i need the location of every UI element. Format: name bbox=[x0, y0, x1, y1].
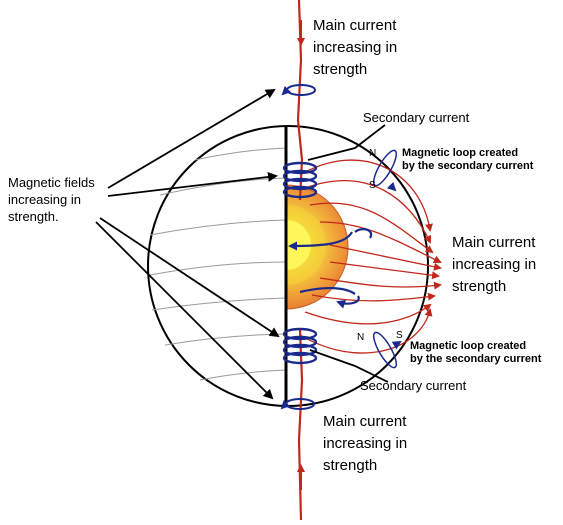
label-magnetic-fields: Magnetic fields increasing in strength. bbox=[8, 175, 95, 224]
svg-text:strength: strength bbox=[313, 61, 367, 78]
upper-coil bbox=[282, 161, 318, 199]
pole-n-bottom: N bbox=[357, 332, 364, 343]
pointer-lines bbox=[95, 88, 389, 400]
label-main-current-top: Main current increasing in strength bbox=[313, 17, 397, 78]
svg-text:increasing in: increasing in bbox=[8, 192, 81, 207]
svg-text:Magnetic loop created: Magnetic loop created bbox=[410, 340, 526, 352]
svg-text:strength.: strength. bbox=[8, 209, 59, 224]
pole-n-top: N bbox=[369, 148, 376, 159]
svg-text:Main current: Main current bbox=[323, 413, 407, 430]
pole-s-bottom: S bbox=[396, 330, 403, 341]
bottom-rotation-arrow bbox=[280, 398, 315, 410]
label-secondary-current-top: Secondary current bbox=[363, 110, 470, 125]
svg-text:by the secondary current: by the secondary current bbox=[410, 353, 542, 365]
label-magnetic-loop-bottom: Magnetic loop created by the secondary c… bbox=[410, 340, 542, 365]
label-secondary-current-bottom: Secondary current bbox=[360, 378, 467, 393]
svg-text:increasing in: increasing in bbox=[323, 435, 407, 452]
svg-text:Main current: Main current bbox=[452, 234, 536, 251]
svg-text:Magnetic fields: Magnetic fields bbox=[8, 175, 95, 190]
pointer-top-field bbox=[107, 88, 276, 189]
svg-text:by the secondary current: by the secondary current bbox=[402, 160, 534, 172]
pointer-lower-coil bbox=[99, 217, 280, 338]
label-main-current-right: Main current increasing in strength bbox=[452, 234, 536, 295]
svg-text:Main current: Main current bbox=[313, 17, 397, 34]
svg-text:Magnetic loop created: Magnetic loop created bbox=[402, 147, 518, 159]
svg-text:increasing in: increasing in bbox=[313, 39, 397, 56]
svg-text:strength: strength bbox=[323, 457, 377, 474]
label-main-current-bottom: Main current increasing in strength bbox=[323, 413, 407, 474]
magnetic-loop-top bbox=[372, 149, 398, 192]
svg-text:strength: strength bbox=[452, 278, 506, 295]
label-magnetic-loop-top: Magnetic loop created by the secondary c… bbox=[402, 147, 534, 172]
pointer-secondary-bottom bbox=[309, 349, 389, 383]
pointer-secondary-top bbox=[307, 124, 386, 161]
top-rotation-arrow bbox=[281, 84, 316, 96]
core-current-arrows bbox=[288, 228, 373, 309]
pole-s-top: S bbox=[369, 180, 376, 191]
pointer-bottom-field bbox=[95, 221, 274, 400]
pointer-upper-coil bbox=[107, 171, 278, 197]
magnetic-loop-bottom bbox=[372, 331, 402, 369]
svg-text:increasing in: increasing in bbox=[452, 256, 536, 273]
field-lines bbox=[299, 159, 442, 354]
lower-coil bbox=[282, 327, 318, 365]
